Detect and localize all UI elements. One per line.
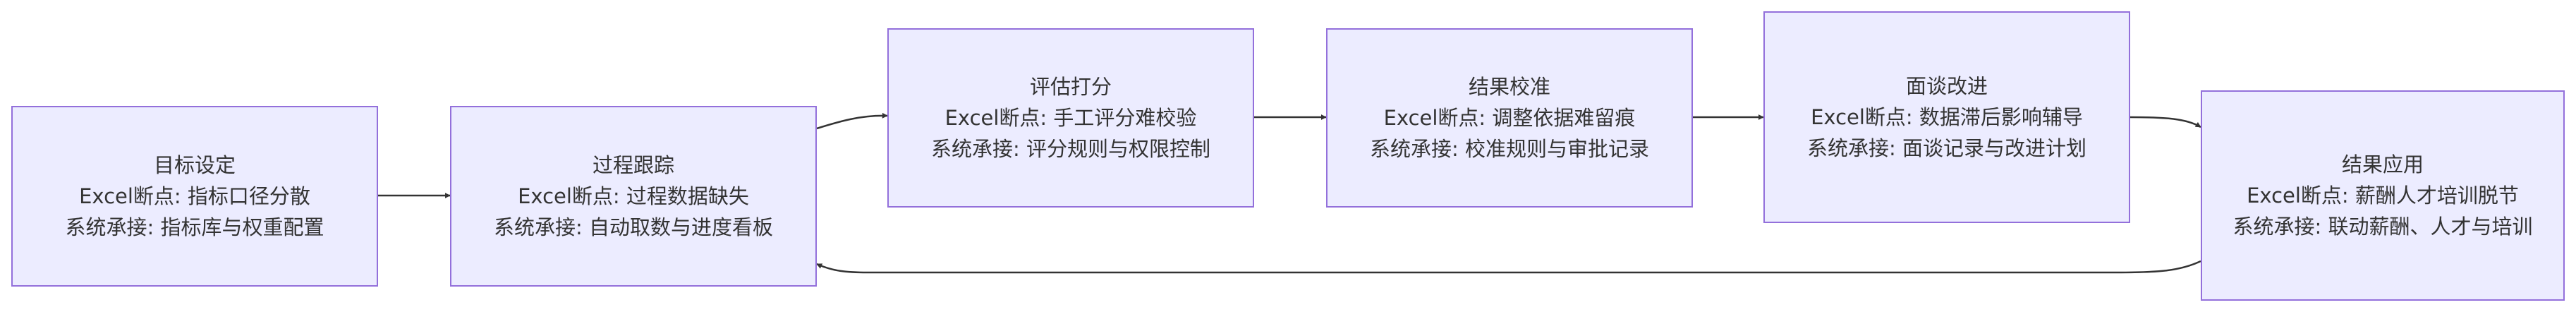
node-support: 系统承接: 指标库与权重配置 <box>65 215 324 239</box>
edge-n2-n3 <box>816 112 888 130</box>
edge-n5-n6 <box>2130 116 2201 128</box>
node-process-tracking[interactable]: 过程跟踪 Excel断点: 过程数据缺失 系统承接: 自动取数与进度看板 <box>450 106 817 287</box>
node-breakpoint: Excel断点: 手工评分难校验 <box>944 106 1197 130</box>
node-evaluation-scoring[interactable]: 评估打分 Excel断点: 手工评分难校验 系统承接: 评分规则与权限控制 <box>887 28 1254 208</box>
node-breakpoint: Excel断点: 调整依据难留痕 <box>1383 106 1636 130</box>
node-result-calibration[interactable]: 结果校准 Excel断点: 调整依据难留痕 系统承接: 校准规则与审批记录 <box>1326 28 1693 208</box>
node-support: 系统承接: 校准规则与审批记录 <box>1370 137 1649 161</box>
node-title: 面谈改进 <box>1905 74 1988 98</box>
node-interview-improvement[interactable]: 面谈改进 Excel断点: 数据滞后影响辅导 系统承接: 面谈记录与改进计划 <box>1763 11 2130 223</box>
node-title: 过程跟踪 <box>592 153 674 177</box>
node-breakpoint: Excel断点: 过程数据缺失 <box>518 184 749 208</box>
edge-n6-n2 <box>816 260 2201 274</box>
node-title: 结果应用 <box>2341 152 2424 176</box>
node-goal-setting[interactable]: 目标设定 Excel断点: 指标口径分散 系统承接: 指标库与权重配置 <box>11 106 378 287</box>
node-result-application[interactable]: 结果应用 Excel断点: 薪酬人才培训脱节 系统承接: 联动薪酬、人才与培训 <box>2201 90 2565 301</box>
node-support: 系统承接: 联动薪酬、人才与培训 <box>2232 215 2533 239</box>
node-support: 系统承接: 自动取数与进度看板 <box>494 215 773 239</box>
node-support: 系统承接: 面谈记录与改进计划 <box>1807 136 2086 160</box>
node-title: 结果校准 <box>1468 75 1550 99</box>
node-breakpoint: Excel断点: 指标口径分散 <box>79 184 310 208</box>
node-support: 系统承接: 评分规则与权限控制 <box>931 137 1210 161</box>
node-title: 评估打分 <box>1029 75 1112 99</box>
node-breakpoint: Excel断点: 数据滞后影响辅导 <box>1811 105 2083 129</box>
node-breakpoint: Excel断点: 薪酬人才培训脱节 <box>2247 184 2519 208</box>
node-title: 目标设定 <box>153 153 236 177</box>
